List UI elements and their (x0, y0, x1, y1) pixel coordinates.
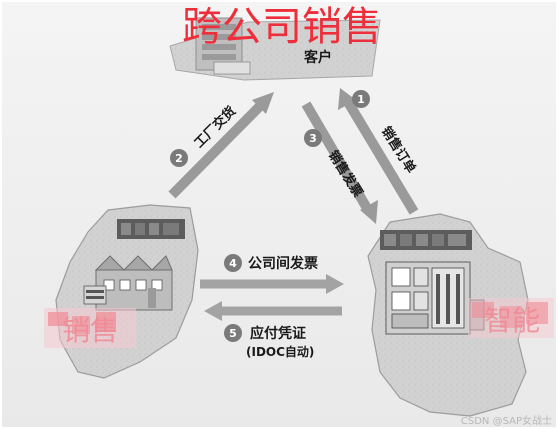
right-company-label: 智能 (484, 304, 540, 337)
svg-text:5: 5 (229, 327, 237, 340)
step-2-badge: 2 (170, 149, 188, 167)
arrow-step-2 (168, 92, 274, 199)
step-3-badge: 3 (304, 129, 322, 147)
svg-text:4: 4 (229, 257, 237, 270)
customer-building (169, 17, 381, 81)
svg-text:1: 1 (357, 93, 365, 106)
arrow-step-3 (301, 101, 378, 224)
left-factory-icon (83, 255, 173, 311)
step-5-sublabel: (IDOC自动) (246, 344, 314, 359)
step-5-label: 应付凭证 (250, 325, 306, 342)
step-4-badge: 4 (224, 254, 242, 272)
step-5-badge: 5 (224, 324, 242, 342)
arrow-step-1 (338, 88, 419, 215)
right-company-label-pixelated: 智能 (468, 298, 554, 338)
svg-text:3: 3 (309, 132, 317, 145)
left-company-label: 销售 (62, 314, 118, 347)
arrow-step-4 (200, 274, 344, 294)
customer-label: 客户 (303, 49, 332, 66)
diagram-title: 跨公司销售 (182, 4, 382, 50)
svg-text:2: 2 (175, 152, 183, 165)
watermark-text: CSDN @SAP女战士 (461, 414, 552, 427)
step-4-label: 公司间发票 (248, 255, 318, 272)
left-company-label-pixelated: 销售 (44, 308, 136, 348)
arrow-step-5 (204, 301, 342, 321)
step-1-badge: 1 (352, 90, 370, 108)
